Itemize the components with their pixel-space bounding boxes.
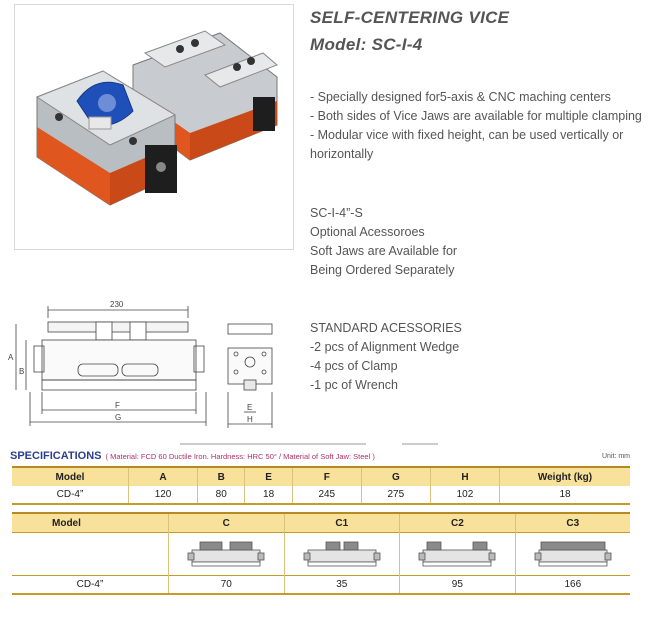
config-diagram-c3 — [514, 532, 630, 576]
dim-label-g: G — [115, 413, 121, 422]
config-diagram-c1 — [283, 532, 400, 576]
product-model: Model: SC-I-4 — [310, 35, 423, 54]
feature-item: - Modular vice with fixed height, can be… — [310, 128, 624, 161]
vice-illustration — [35, 30, 278, 206]
accessory-item: -1 pc of Wrench — [310, 378, 399, 392]
specifications-note: ( Material: FCD 60 Ductile Iron. Hardnes… — [105, 452, 375, 461]
technical-drawing: 230 A B F G E H — [8, 300, 273, 428]
feature-list: - Specially designed for5-axis & CNC mac… — [310, 88, 645, 164]
dim-label-b: B — [19, 367, 24, 376]
product-photo — [14, 4, 294, 250]
spec-table-dimensions: Model A B E F G H Weight (kg) CD-4” 120 … — [12, 466, 630, 505]
table-cell: 18 — [499, 486, 630, 505]
feature-item: - Both sides of Vice Jaws are available … — [310, 109, 642, 123]
divider-arrows — [180, 443, 438, 445]
table-row: CD-4” 120 80 18 245 275 102 18 — [12, 486, 630, 505]
table-header-cell: G — [360, 466, 431, 486]
optional-line: Optional Acessoroes — [310, 225, 425, 239]
dim-label-e: E — [247, 403, 252, 412]
table-cell: 80 — [197, 486, 245, 505]
table-cell: 18 — [244, 486, 293, 505]
feature-item: - Specially designed for5-axis & CNC mac… — [310, 90, 611, 104]
optional-accessories: SC-I-4”-S Optional Acessoroes Soft Jaws … — [310, 204, 457, 280]
optional-line: SC-I-4”-S — [310, 206, 363, 220]
table-header-cell: A — [127, 466, 198, 486]
table-cell: CD-4” — [12, 575, 169, 595]
specifications-heading: SPECIFICATIONS( Material: FCD 60 Ductile… — [10, 450, 375, 462]
table-header-cell: Weight (kg) — [499, 466, 630, 486]
table-cell: 70 — [168, 575, 285, 595]
table-header-row: Model C C1 C2 C3 — [12, 512, 630, 533]
standard-accessories: STANDARD ACESSORIES -2 pcs of Alignment … — [310, 319, 462, 395]
table-header-cell: H — [429, 466, 500, 486]
table-cell: 95 — [399, 575, 516, 595]
product-title: SELF-CENTERING VICE — [310, 8, 510, 27]
table-header-cell: C — [168, 512, 285, 533]
table-cell: 166 — [514, 575, 630, 595]
table-header-cell: B — [197, 466, 245, 486]
table-cell: 245 — [291, 486, 362, 505]
table-cell: 275 — [360, 486, 431, 505]
dim-label-a: A — [8, 353, 14, 362]
table-cell: 102 — [429, 486, 500, 505]
table-row: CD-4” 70 35 95 166 — [12, 575, 630, 595]
dim-label-top: 230 — [110, 300, 124, 309]
table-header-cell: F — [291, 466, 362, 486]
unit-label: Unit: mm — [602, 453, 630, 460]
table-header-cell: Model — [12, 512, 169, 533]
config-diagram-c2 — [399, 532, 516, 576]
table-diagram-row — [12, 532, 630, 576]
table-cell: 120 — [127, 486, 198, 505]
table-header-cell: C1 — [283, 512, 400, 533]
table-cell: CD-4” — [12, 486, 129, 505]
table-header-cell: Model — [12, 466, 129, 486]
dim-label-f: F — [115, 401, 120, 410]
config-diagram-c — [168, 532, 285, 576]
accessory-item: -2 pcs of Alignment Wedge — [310, 340, 460, 354]
table-header-cell: E — [244, 466, 293, 486]
specifications-title: SPECIFICATIONS — [10, 450, 102, 462]
table-header-cell: C2 — [399, 512, 516, 533]
optional-line: Being Ordered Separately — [310, 263, 455, 277]
table-cell: 35 — [283, 575, 400, 595]
dim-label-h: H — [247, 415, 253, 424]
optional-line: Soft Jaws are Available for — [310, 244, 458, 258]
spec-table-c-dimensions: Model C C1 C2 C3 CD-4” 70 35 95 166 — [12, 512, 630, 595]
standard-accessories-title: STANDARD ACESSORIES — [310, 321, 462, 335]
table-header-row: Model A B E F G H Weight (kg) — [12, 466, 630, 486]
accessory-item: -4 pcs of Clamp — [310, 359, 398, 373]
table-header-cell: C3 — [514, 512, 630, 533]
